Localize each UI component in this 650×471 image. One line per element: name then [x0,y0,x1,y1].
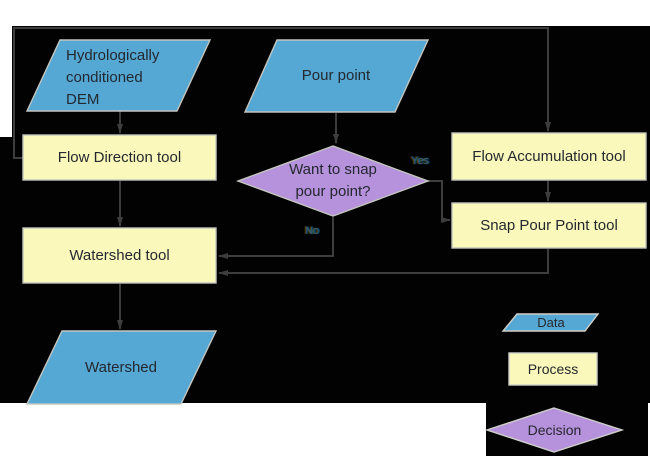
pour-point-parallelogram [243,39,430,113]
flow-direction-box [22,134,217,181]
decision-label-line1: Want to snap [289,161,377,178]
edge-snap-pour-point-to-watershed-tool [218,249,549,276]
legend-decision-diamond [484,407,625,453]
edge-flow-direction-to-flow-accumulation [13,27,551,159]
dem-parallelogram [25,39,212,112]
watershed-parallelogram [25,330,218,405]
flow-accumulation-label: Flow Accumulation tool [472,147,626,165]
edge-decision-yes-to-snap-pour-point [428,180,451,223]
yes-edge-label: Yes [411,155,429,167]
pour-point-label: Pour point [301,67,371,84]
decision-label: Want to snap pour point? [247,159,419,203]
edge-decision-no-to-watershed-tool [218,217,334,259]
snap-pour-point-label: Snap Pour Point tool [480,216,618,234]
flow-direction-label: Flow Direction tool [57,148,182,166]
connector-lines [13,27,551,330]
legend-data-parallelogram [501,313,600,332]
decision-diamond [235,145,431,217]
flow-accumulation-box [451,132,647,181]
dem-label-line2: conditioned [66,69,143,86]
legend-decision-label: Decision [527,422,582,438]
decision-label-line2: pour point? [295,183,371,200]
dem-label-line3: DEM [66,91,100,108]
no-edge-label: No [305,225,320,237]
legend-process-box [508,352,598,386]
dem-label-line1: Hydrologically [66,47,160,64]
legend-data-label: Data [537,314,565,330]
dem-label: Hydrologically conditioned DEM [66,45,206,111]
legend-process-label: Process [527,361,579,377]
watershed-tool-label: Watershed tool [69,246,170,264]
watershed-tool-box [22,227,217,284]
watershed-label: Watershed [85,358,157,376]
snap-pour-point-box [451,202,647,249]
